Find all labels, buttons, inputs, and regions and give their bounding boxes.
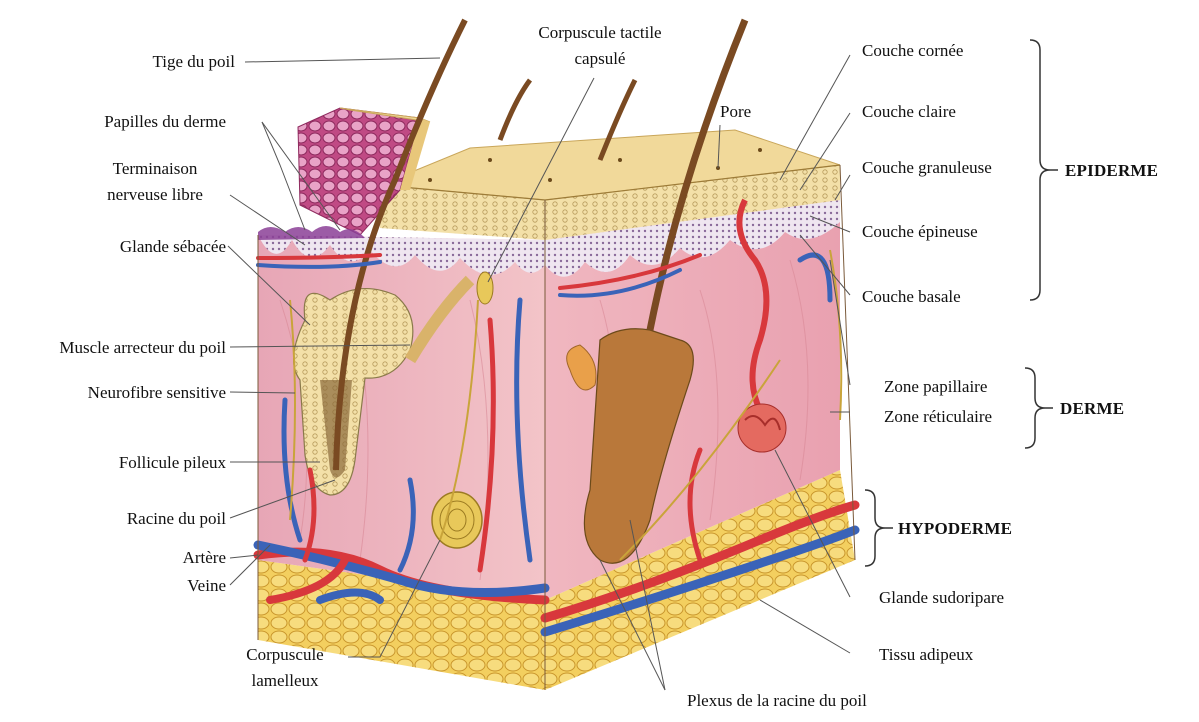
group-label-hypoderme: HYPODERME <box>898 518 1012 540</box>
label-terminaison-nerveuse-1: Terminaison <box>90 158 220 180</box>
label-couche-granuleuse: Couche granuleuse <box>862 157 992 179</box>
label-corpuscule-lamelleux-1: Corpuscule <box>225 644 345 666</box>
label-couche-epineuse: Couche épineuse <box>862 221 978 243</box>
group-label-epiderme: EPIDERME <box>1065 160 1158 182</box>
label-racine-du-poil: Racine du poil <box>40 508 226 530</box>
label-neurofibre-sensitive: Neurofibre sensitive <box>20 382 226 404</box>
label-glande-sudoripare: Glande sudoripare <box>879 587 1004 609</box>
label-terminaison-nerveuse-2: nerveuse libre <box>90 184 220 206</box>
label-tige-du-poil: Tige du poil <box>60 51 235 73</box>
label-tissu-adipeux: Tissu adipeux <box>879 644 973 666</box>
label-corpuscule-tactile-2: capsulé <box>500 48 700 70</box>
label-papilles-du-derme: Papilles du derme <box>40 111 226 133</box>
label-veine: Veine <box>100 575 226 597</box>
label-artere: Artère <box>100 547 226 569</box>
label-muscle-arrecteur: Muscle arrecteur du poil <box>0 337 226 359</box>
label-couche-claire: Couche claire <box>862 101 956 123</box>
label-corpuscule-tactile-1: Corpuscule tactile <box>500 22 700 44</box>
label-couche-cornee: Couche cornée <box>862 40 963 62</box>
label-follicule-pileux: Follicule pileux <box>40 452 226 474</box>
label-corpuscule-lamelleux-2: lamelleux <box>225 670 345 692</box>
label-zone-reticulaire: Zone réticulaire <box>884 406 992 428</box>
label-couche-basale: Couche basale <box>862 286 961 308</box>
label-plexus-racine: Plexus de la racine du poil <box>687 690 867 712</box>
label-zone-papillaire: Zone papillaire <box>884 376 987 398</box>
label-glande-sebacee: Glande sébacée <box>40 236 226 258</box>
label-pore: Pore <box>720 101 751 123</box>
group-label-derme: DERME <box>1060 398 1124 420</box>
